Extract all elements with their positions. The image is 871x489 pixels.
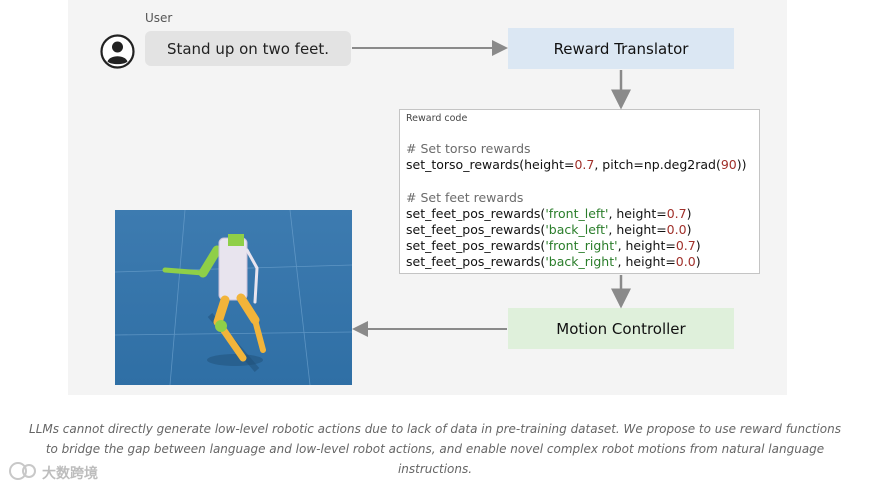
watermark-logo-icon <box>9 462 36 480</box>
code-line: # Set feet rewards <box>406 190 747 206</box>
code-token: set_torso_rewards(height= <box>406 157 575 173</box>
code-token: set_feet_pos_rewards( <box>406 254 546 270</box>
figure-caption: LLMs cannot directly generate low-level … <box>29 422 841 476</box>
code-token: ) <box>686 222 692 238</box>
code-token: 0.0 <box>666 222 687 238</box>
code-line: set_feet_pos_rewards('back_right', heigh… <box>406 254 747 270</box>
reward-translator-box: Reward Translator <box>508 28 734 69</box>
user-prompt-bubble: Stand up on two feet. <box>145 31 351 66</box>
code-token: , pitch=np.deg2rad( <box>594 157 721 173</box>
code-token: 'back_left' <box>545 222 609 238</box>
watermark-text: 大数跨境 <box>42 466 98 482</box>
code-token: # Set feet rewards <box>406 189 524 205</box>
robot-simulation-image <box>115 210 352 385</box>
code-token: , height= <box>608 222 667 238</box>
code-token: 'front_left' <box>545 205 609 221</box>
code-line: # Set torso rewards <box>406 141 747 157</box>
code-token: set_feet_pos_rewards( <box>406 222 546 238</box>
code-token: 'back_right' <box>545 254 618 270</box>
code-line: set_feet_pos_rewards('front_right', heig… <box>406 238 747 254</box>
code-token: set_feet_pos_rewards( <box>406 205 546 221</box>
code-token: 0.0 <box>675 254 696 270</box>
code-line: set_feet_pos_rewards('back_left', height… <box>406 222 747 238</box>
code-token: , height= <box>617 254 676 270</box>
code-line: set_torso_rewards(height=0.7, pitch=np.d… <box>406 157 747 173</box>
user-label: User <box>145 11 173 25</box>
code-token: ) <box>686 205 692 221</box>
code-token: 'front_right' <box>545 238 618 254</box>
code-title: Reward code <box>406 113 468 124</box>
code-token: , height= <box>617 238 676 254</box>
watermark: 大数跨境 <box>6 459 106 485</box>
code-token: 0.7 <box>666 205 687 221</box>
motion-controller-box: Motion Controller <box>508 308 734 349</box>
code-token: 90 <box>720 157 737 173</box>
user-avatar-icon <box>100 34 135 69</box>
code-token: )) <box>736 157 747 173</box>
code-token: , height= <box>608 205 667 221</box>
code-token: set_feet_pos_rewards( <box>406 238 546 254</box>
code-line: set_feet_pos_rewards('front_left', heigh… <box>406 206 747 222</box>
code-token: ) <box>695 254 701 270</box>
code-token: 0.7 <box>675 238 696 254</box>
code-token: 0.7 <box>574 157 595 173</box>
code-token: ) <box>695 238 701 254</box>
code-token: # Set torso rewards <box>406 141 531 156</box>
